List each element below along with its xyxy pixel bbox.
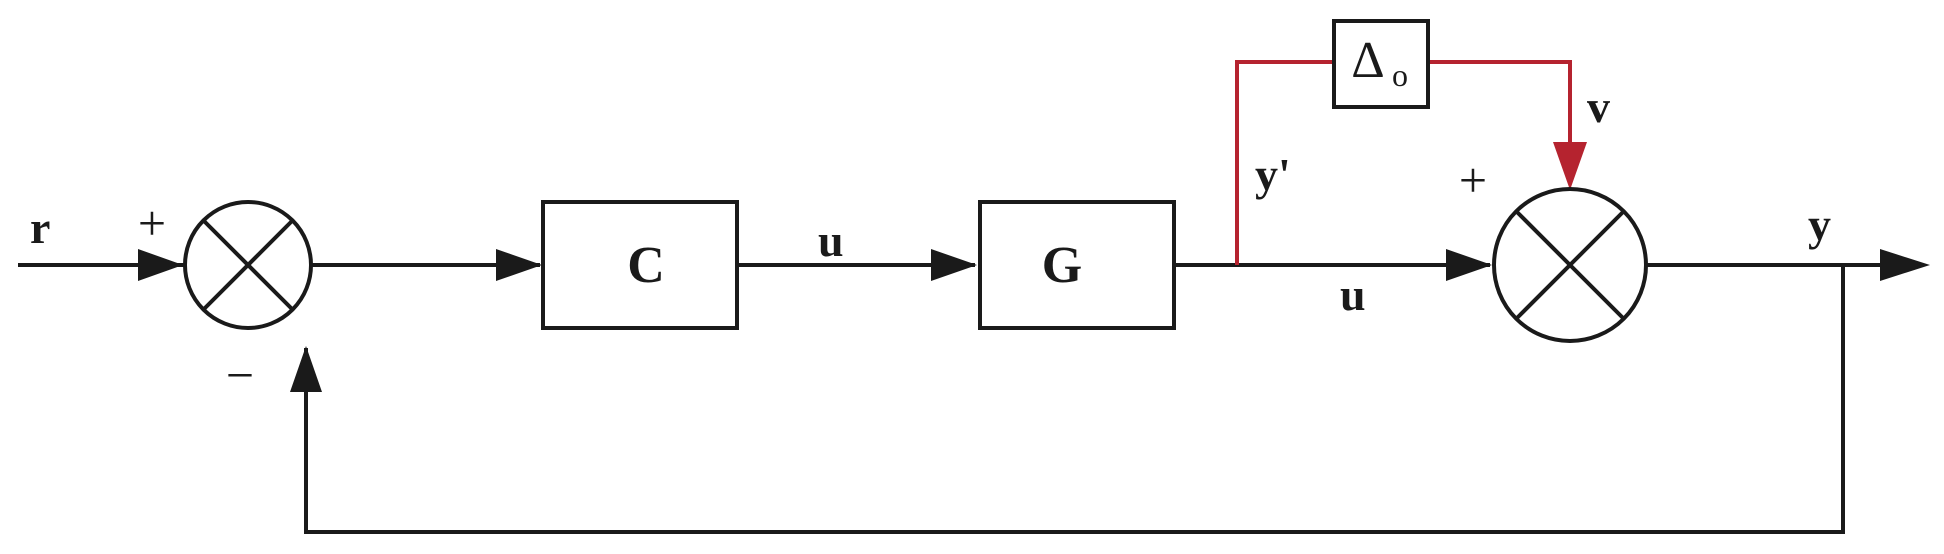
sum2-plus-sign: + — [1459, 152, 1487, 208]
signal-label-y: y — [1808, 199, 1831, 250]
signal-label-r: r — [30, 202, 50, 253]
sum1-plus-sign: + — [138, 195, 166, 251]
signal-label-y-prime: y' — [1255, 149, 1291, 200]
summing-junction-2 — [1492, 187, 1648, 343]
sum1-minus-sign: − — [226, 347, 254, 403]
arrowhead-r — [138, 249, 183, 281]
uncertainty-block — [1332, 19, 1430, 109]
arrowhead-to-controller — [496, 249, 542, 281]
signal-label-u-1: u — [818, 215, 844, 266]
signal-label-v: v — [1587, 81, 1610, 132]
plant-block — [978, 200, 1176, 330]
controller-label: C — [627, 237, 665, 294]
arrowhead-to-sum2 — [1446, 249, 1492, 281]
arrowhead-v — [1553, 142, 1587, 190]
uncertainty-label: Δ — [1351, 32, 1384, 89]
uncertainty-symbol: Δ — [1351, 32, 1384, 89]
controller-block — [541, 200, 739, 330]
uncertainty-path-out — [1428, 60, 1572, 150]
summing-junction-1 — [183, 200, 313, 330]
feedback-path — [304, 265, 1845, 534]
uncertainty-path-in — [1235, 60, 1334, 265]
uncertainty-subscript: o — [1392, 57, 1408, 93]
arrowhead-to-plant — [931, 249, 977, 281]
plant-label: G — [1042, 237, 1082, 294]
arrowhead-output — [1880, 249, 1930, 281]
signal-label-u-2: u — [1340, 269, 1366, 320]
arrowhead-feedback — [290, 346, 322, 392]
